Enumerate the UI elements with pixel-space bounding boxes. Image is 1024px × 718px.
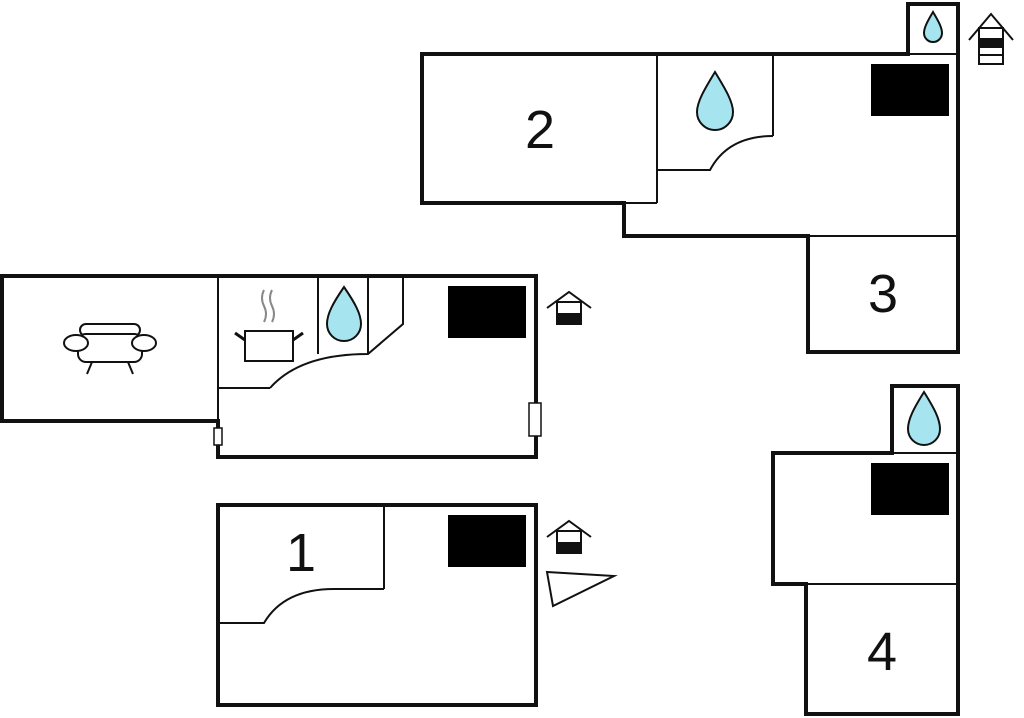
water-drop-icon — [695, 70, 735, 131]
room-number-3: 3 — [868, 264, 898, 324]
room-number-2: 2 — [525, 100, 555, 160]
window — [528, 402, 542, 437]
room-4: 4 — [867, 622, 897, 682]
entrance-house-icon — [968, 12, 1014, 65]
stairs-icon — [871, 463, 949, 515]
entrance-house-icon — [546, 291, 592, 325]
curved-counter — [269, 276, 404, 389]
stairs-icon — [448, 286, 526, 338]
cooking-pot-icon — [234, 289, 304, 362]
room-1-walls — [216, 503, 538, 707]
sofa-icon — [63, 323, 157, 375]
window — [213, 427, 223, 446]
living-area-walls — [0, 274, 538, 459]
water-drop-icon — [906, 390, 942, 446]
room-number-4: 4 — [867, 622, 897, 682]
building-middle-left — [0, 274, 592, 459]
curved-counter — [218, 588, 384, 624]
stairs-icon — [871, 64, 949, 116]
direction-pointer-icon — [545, 570, 618, 608]
curved-counter — [657, 135, 774, 171]
room-2-walls — [420, 2, 960, 354]
building-bottom-left: 1 — [216, 503, 618, 707]
water-drop-icon — [922, 10, 944, 43]
room-2: 2 — [525, 100, 555, 160]
water-drop-icon — [325, 285, 363, 342]
room-1: 1 — [286, 523, 316, 583]
room-3: 3 — [868, 264, 898, 324]
stairs-icon — [448, 515, 526, 567]
entrance-house-icon — [546, 520, 592, 554]
building-upper-right: 2 3 — [420, 2, 1014, 354]
building-bottom-right: 4 — [771, 384, 960, 716]
room-number-1: 1 — [286, 523, 316, 583]
